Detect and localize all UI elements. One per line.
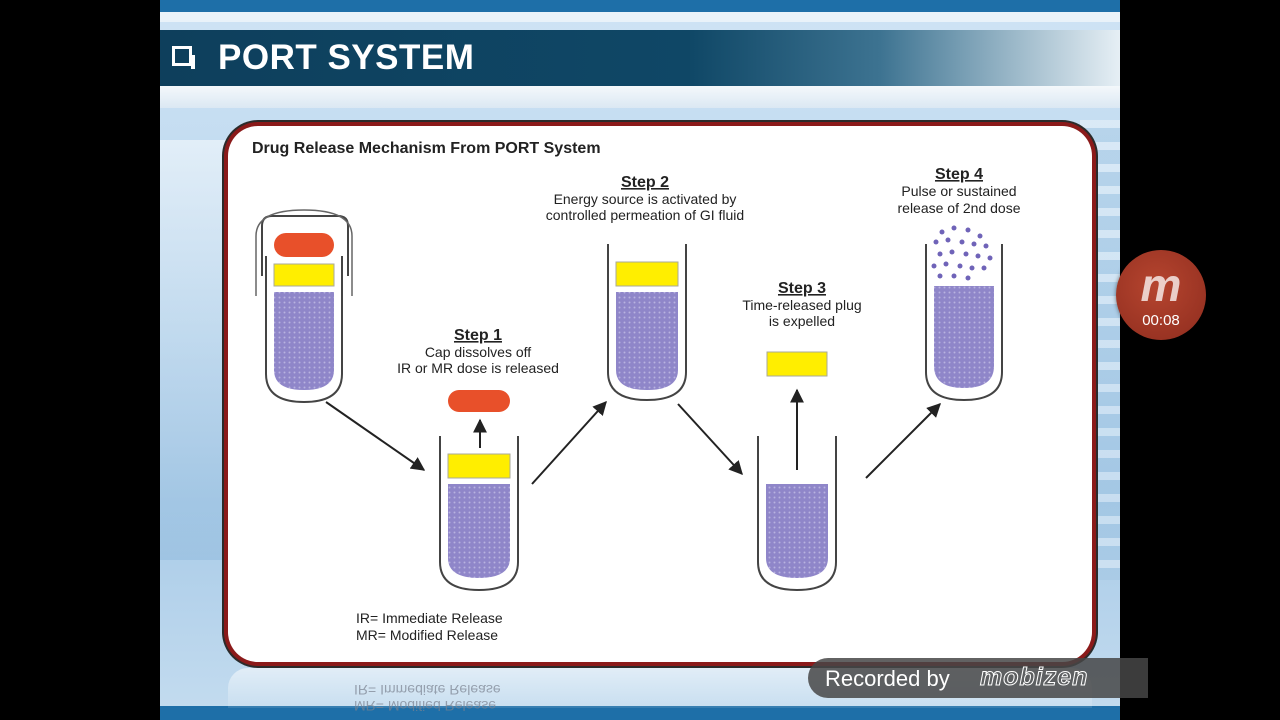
- step3-group: Step 3 Time-released plug is expelled: [742, 280, 862, 592]
- step3-line1: Time-released plug: [742, 297, 861, 313]
- second-dose: [274, 292, 334, 390]
- reflection-text: MR= Modified Release IR= Immediate Relea…: [354, 682, 501, 714]
- step4-label: Step 4: [935, 166, 983, 183]
- arrow-to-step2: [531, 400, 607, 485]
- step1-plug: [447, 453, 511, 479]
- step2-plug: [615, 261, 679, 287]
- recorded-by-text: Recorded by: [825, 666, 950, 691]
- arrow-to-step4: [865, 403, 941, 479]
- slide-title-bar: PORT SYSTEM: [160, 30, 1120, 86]
- released-dose-particles: [931, 225, 993, 281]
- capsule-cap-shell: [255, 209, 353, 296]
- recorder-logo-icon: m: [1140, 259, 1182, 311]
- plug-layer: [273, 263, 335, 287]
- recorded-by-watermark: Recorded by mobizen: [808, 658, 1148, 698]
- recording-timer: 00:08: [1142, 312, 1180, 329]
- step4-group: Step 4 Pulse or sustained release of 2nd…: [898, 166, 1021, 402]
- step3-label: Step 3: [778, 280, 826, 297]
- step2-line1: Energy source is activated by: [554, 191, 737, 207]
- slide-bottom-bar: [160, 706, 1120, 720]
- step1-capsule: [439, 436, 519, 592]
- legend-mr: MR= Modified Release: [356, 627, 498, 643]
- drug-release-figure: Drug Release Mechanism From PORT System …: [228, 126, 1092, 662]
- arrow-to-step3: [677, 403, 743, 476]
- step3-line2: is expelled: [769, 313, 835, 329]
- slide-top-line: [160, 12, 1120, 22]
- capsule-body: [265, 256, 343, 404]
- step4-capsule: [925, 244, 1003, 402]
- checkbox-bullet-icon: [172, 46, 195, 69]
- step1-line2: IR or MR dose is released: [397, 360, 559, 376]
- step4-line2: release of 2nd dose: [898, 200, 1021, 216]
- reflection-line2: IR= Immediate Release: [354, 682, 501, 698]
- step1-group: Step 1 Cap dissolves off IR or MR dose i…: [397, 327, 559, 592]
- step2-group: Step 2 Energy source is activated by con…: [546, 174, 744, 402]
- step4-dose: [934, 286, 994, 388]
- port-system-diagram: Drug Release Mechanism From PORT System …: [252, 140, 1021, 643]
- step2-capsule: [607, 244, 687, 402]
- reflection-line1: MR= Modified Release: [354, 698, 497, 714]
- step1-label: Step 1: [454, 327, 502, 344]
- step3-capsule: [757, 436, 837, 592]
- slide-top-bar: [160, 0, 1120, 12]
- slide-title: PORT SYSTEM: [218, 38, 475, 77]
- expelled-plug: [766, 351, 828, 377]
- recorder-timer-badge[interactable]: m 00:08: [1116, 250, 1206, 340]
- slide-background-decoration-left: [160, 140, 230, 560]
- arrow-to-step1: [325, 401, 426, 471]
- step3-dose: [766, 484, 828, 578]
- step2-label: Step 2: [621, 174, 669, 191]
- step1-line1: Cap dissolves off: [425, 344, 531, 360]
- step1-dose: [448, 484, 510, 578]
- dissolved-cap: [448, 390, 510, 412]
- capsule-initial: [255, 209, 353, 404]
- mobizen-logo-text: mobizen: [979, 663, 1089, 692]
- cap-layer: [274, 233, 334, 257]
- step4-line1: Pulse or sustained: [901, 183, 1016, 199]
- legend-ir: IR= Immediate Release: [356, 610, 503, 626]
- step2-dose: [616, 292, 678, 390]
- figure-heading: Drug Release Mechanism From PORT System: [252, 140, 601, 157]
- slide-title-underband: [160, 86, 1120, 108]
- step2-line2: controlled permeation of GI fluid: [546, 207, 744, 223]
